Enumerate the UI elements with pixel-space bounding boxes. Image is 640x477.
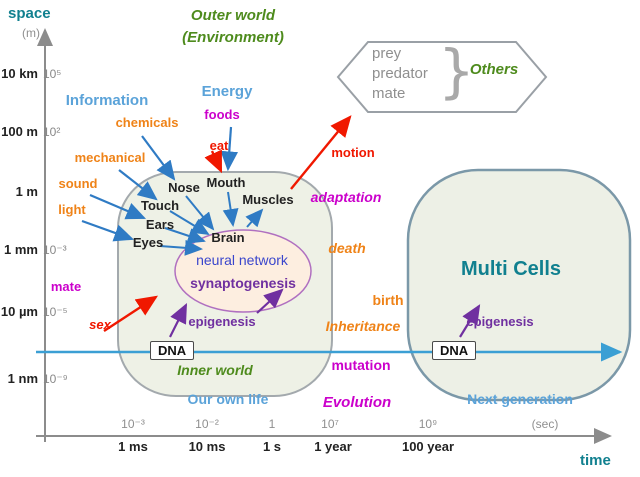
space-axis-label: space — [8, 5, 51, 22]
arrow-sound-ears — [89, 193, 147, 220]
label-touch: Touch — [140, 198, 180, 213]
others-item-mate: mate — [372, 85, 406, 102]
arrow-epigenesis-synaptogenesis — [256, 288, 284, 314]
time-tick-unit: 10 ms — [188, 439, 226, 454]
outer-world-title: Outer world — [190, 7, 276, 24]
label-epigenesis-left: epigenesis — [188, 314, 256, 329]
label-ears: Ears — [145, 217, 175, 232]
arrow-brain-muscles — [245, 208, 264, 228]
others-bracket: } — [438, 37, 475, 105]
time-tick-exp: 10⁷ — [321, 417, 339, 431]
label-nose: Nose — [168, 180, 200, 195]
space-tick-row: 1 m — [0, 184, 43, 199]
space-tick-row: 10 km 10⁵ — [0, 66, 61, 81]
dna-box-left: DNA — [150, 341, 195, 360]
space-tick-exp: 10⁵ — [43, 67, 62, 81]
space-tick-row: 10 µm 10⁻⁵ — [0, 304, 68, 319]
space-tick-name: 1 m — [15, 184, 38, 199]
space-tick-name: 10 km — [1, 66, 38, 81]
others-item-prey: prey — [372, 45, 402, 62]
time-tick-unit: 100 year — [401, 439, 455, 454]
label-mutation: mutation — [331, 357, 391, 373]
space-tick-exp: 10⁻⁹ — [43, 372, 68, 386]
label-muscles: Muscles — [242, 192, 294, 207]
outer-world-subtitle: (Environment) — [182, 29, 284, 46]
time-axis-unit: (sec) — [531, 417, 559, 431]
time-tick-exp: 10⁻² — [195, 417, 219, 431]
arrow-sex-mate — [103, 295, 159, 333]
space-tick-row: 100 m 10² — [0, 124, 60, 139]
arrow-mouth-brain — [222, 191, 239, 227]
arrow-chemicals-nose — [141, 135, 176, 181]
space-tick-row: 1 nm 10⁻⁹ — [0, 371, 68, 386]
time-tick-exp: 10⁹ — [418, 417, 438, 431]
label-mate: mate — [50, 279, 82, 294]
multi-cells-title: Multi Cells — [460, 258, 562, 280]
caption-next-generation: Next generation — [467, 391, 573, 407]
time-tick-unit: 1 ms — [118, 439, 148, 454]
arrow-motion-others — [290, 115, 352, 190]
label-mouth: Mouth — [206, 175, 246, 190]
label-evolution: Evolution — [322, 394, 392, 411]
space-tick-name: 1 mm — [4, 242, 38, 257]
time-tick-unit: 1 year — [314, 439, 352, 454]
label-sex: sex — [89, 317, 111, 332]
space-tick-name: 100 m — [1, 124, 38, 139]
arrow-dna-epigenesis — [169, 303, 187, 338]
space-tick-exp: 10⁻⁵ — [43, 305, 68, 319]
space-tick-name: 10 µm — [0, 304, 38, 319]
label-inner-world: Inner world — [177, 362, 253, 378]
caption-our-own-life: Our own life — [187, 391, 269, 407]
time-tick-exp: 1 — [268, 417, 276, 431]
arrow-dna-epigenesis-right — [459, 304, 481, 338]
label-chemicals: chemicals — [115, 115, 179, 130]
arrow-eyes-brain — [159, 239, 203, 256]
label-neural-network: neural network — [196, 252, 288, 268]
label-motion: motion — [331, 145, 375, 160]
label-eat: eat — [209, 138, 229, 153]
space-axis-unit: (m) — [22, 26, 40, 40]
space-tick-exp: 10² — [43, 125, 61, 139]
arrow-mechanical-touch — [118, 169, 158, 201]
label-birth: birth — [372, 292, 404, 308]
label-light: light — [58, 202, 86, 217]
multi-cell-body — [406, 168, 632, 402]
arrow-eat-mouth — [204, 149, 223, 174]
space-tick-exp: 10⁻³ — [43, 243, 67, 257]
label-sound: sound — [58, 176, 98, 191]
label-foods: foods — [204, 107, 240, 122]
time-tick-unit: 1 s — [262, 439, 282, 454]
arrow-ears-brain — [164, 227, 206, 244]
time-axis-label: time — [580, 452, 611, 469]
label-synaptogenesis: synaptogenesis — [190, 275, 296, 291]
label-death: death — [328, 240, 366, 256]
energy-header: Energy — [201, 83, 253, 100]
arrow-foods-mouth — [220, 126, 239, 172]
time-tick-exp: 10⁻³ — [121, 417, 145, 431]
label-adaptation: adaptation — [310, 189, 382, 205]
arrow-light-eyes — [81, 219, 135, 242]
others-hexagon — [336, 41, 548, 113]
dna-box-right: DNA — [432, 341, 477, 360]
others-item-predator: predator — [372, 65, 428, 82]
space-tick-row: 1 mm 10⁻³ — [0, 242, 67, 257]
label-mechanical: mechanical — [74, 150, 146, 165]
others-label: Others — [469, 61, 519, 78]
space-tick-name: 1 nm — [7, 371, 38, 386]
label-epigenesis-right: epigenesis — [466, 314, 534, 329]
label-brain: Brain — [211, 230, 245, 245]
label-inheritance: Inheritance — [325, 318, 401, 334]
label-eyes: Eyes — [132, 235, 164, 250]
information-header: Information — [65, 92, 149, 109]
